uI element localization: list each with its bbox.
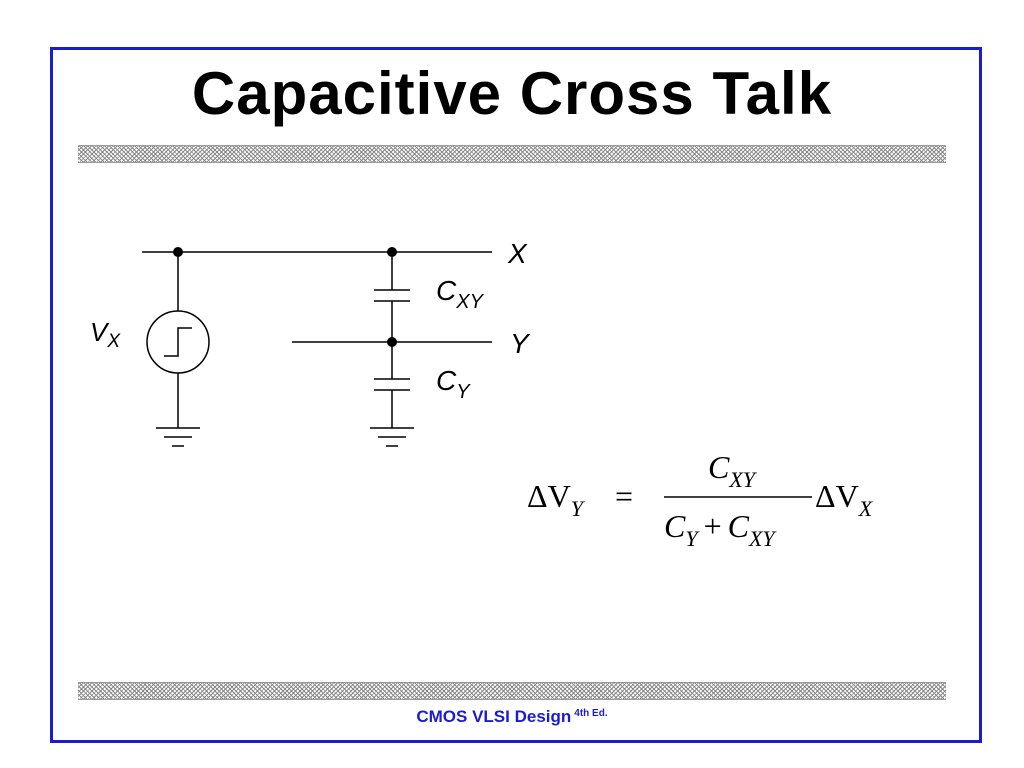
ground-icon-cap [370, 427, 414, 447]
crosstalk-equation: ΔVY = CXY CY+CXY ΔVX [527, 449, 874, 551]
equation-equals: = [615, 478, 633, 514]
cy-label: CY [436, 365, 471, 403]
equation-numerator: CXY [708, 449, 758, 492]
footer-edition: 4th Ed. [574, 708, 608, 719]
junction-dots [173, 247, 397, 347]
source-label: VX [90, 317, 121, 352]
cxy-label: CXY [436, 275, 485, 313]
ground-icon-source [156, 427, 200, 447]
node-y-label: Y [510, 328, 531, 359]
equation-rhs: ΔVX [815, 478, 874, 521]
slide-title: Capacitive Cross Talk [191, 60, 833, 127]
circuit-wires [142, 251, 492, 447]
junction-dot-y [387, 337, 397, 347]
slide-frame [50, 47, 982, 743]
equation-lhs: ΔVY [527, 478, 586, 521]
junction-dot-x [387, 247, 397, 257]
equation-denominator: CY+CXY [664, 508, 777, 551]
top-divider [78, 145, 946, 163]
node-x-label: X [507, 238, 528, 269]
bottom-divider [78, 682, 946, 700]
footer-text: CMOS VLSI Design [416, 707, 572, 726]
step-icon [164, 327, 192, 357]
junction-dot-source [173, 247, 183, 257]
voltage-source-symbol [146, 310, 210, 374]
